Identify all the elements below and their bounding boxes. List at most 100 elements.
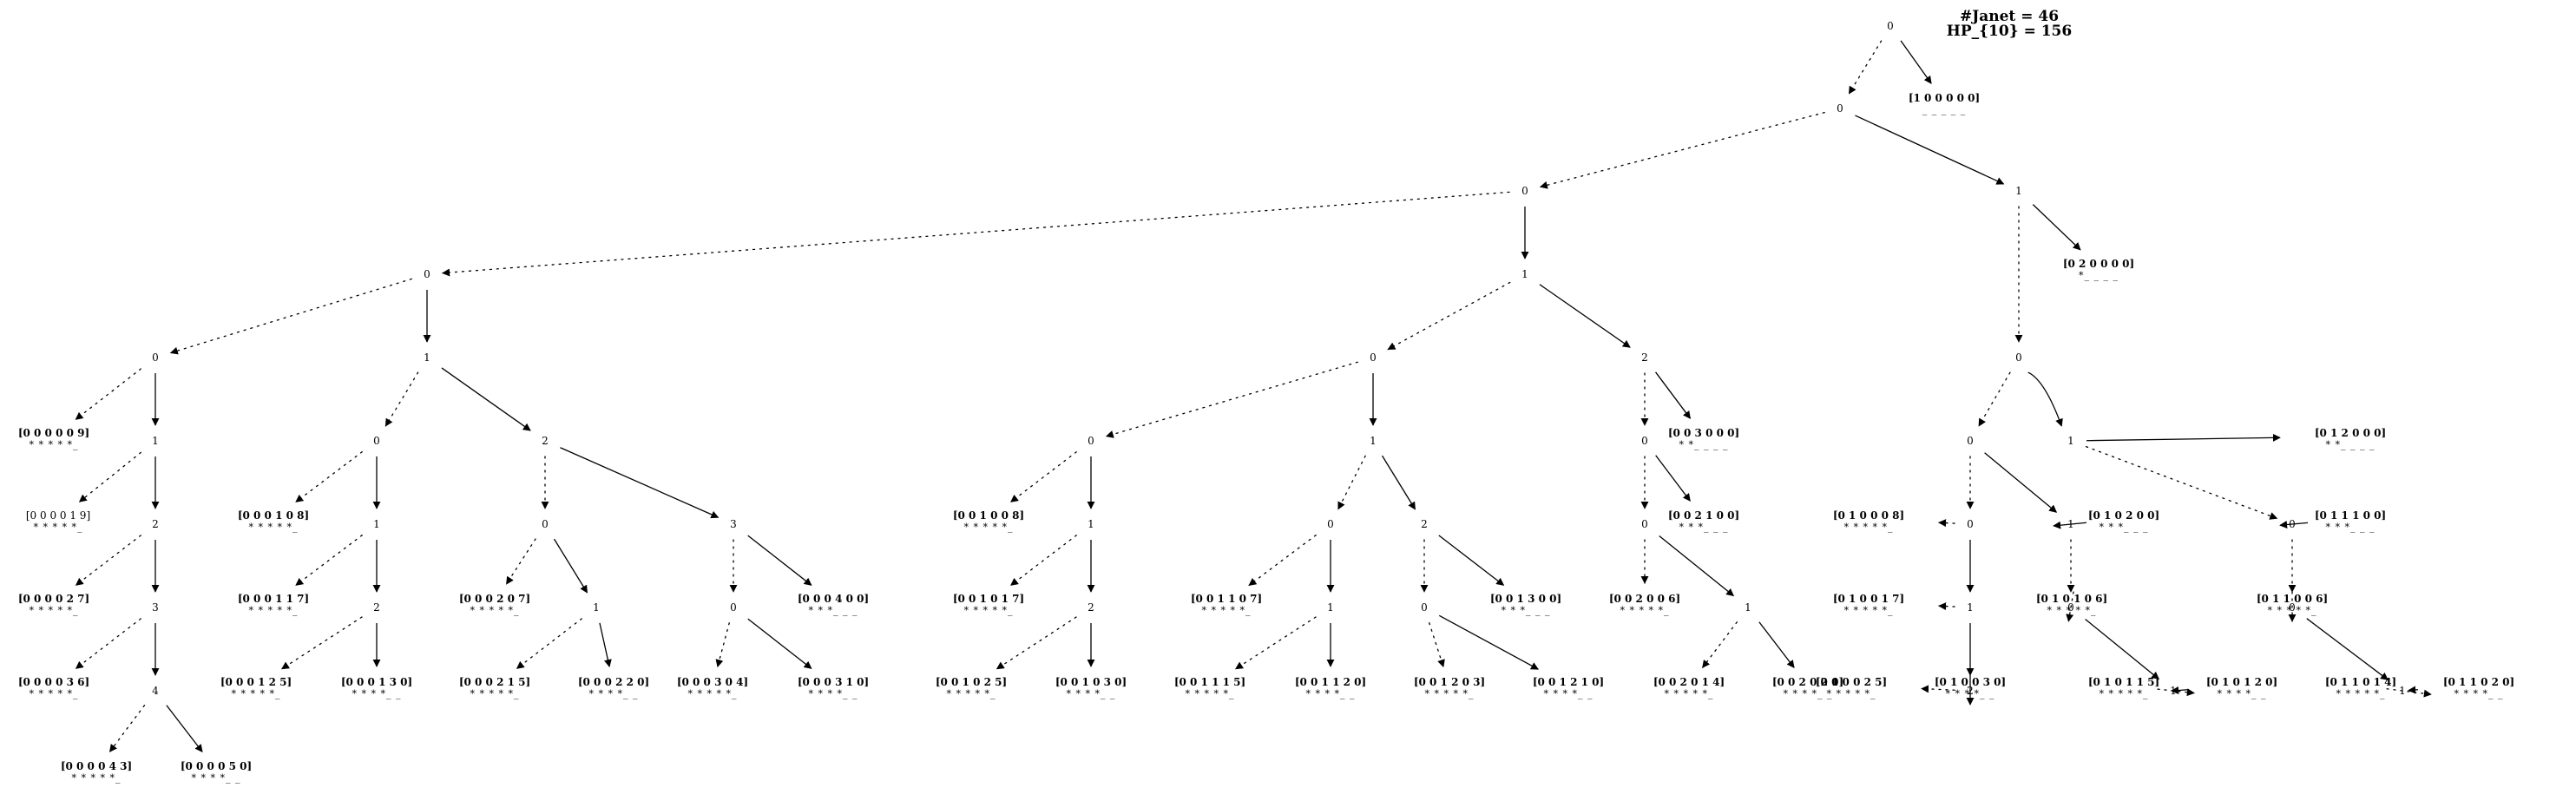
leaf-L000400: [0 0 0 4 0 0]* * *_ _ _ — [798, 593, 869, 616]
solid-edge-c0_1-to-L010200 — [2053, 521, 2087, 529]
leaf-L001025: [0 0 1 0 2 5]* * * * *_ — [936, 676, 1007, 699]
tree-node-a0_4: 4 — [152, 685, 159, 697]
solid-edge-b0_1_2_0-to-L001210 — [1438, 614, 1540, 670]
solid-edge-c0_1_0_1-to-L010120 — [2171, 686, 2190, 695]
leaf-monomial-label: [0 1 0 2 0 0] — [2088, 509, 2159, 522]
leaf-multiplier-marks: * * * * *_ — [964, 605, 1014, 616]
leaf-L000027: [0 0 0 0 2 7]* * * * *_ — [18, 593, 89, 616]
leaf-monomial-label: [0 0 1 1 2 0] — [1295, 676, 1366, 688]
dotted-edge-c0_1_0-to-L010106 — [2066, 591, 2074, 622]
tree-node-b0_0_2: 2 — [1088, 601, 1094, 614]
leaf-monomial-label: [0 1 0 0 0 8] — [1833, 509, 1904, 522]
tree-node-root: 0 — [1887, 20, 1894, 32]
leaf-multiplier-marks: * * * *_ _ — [2218, 688, 2267, 699]
leaf-multiplier-marks: * * * *_ _ — [1946, 688, 1995, 699]
leaf-monomial-label: [0 1 1 0 2 0] — [2443, 676, 2514, 688]
leaf-multiplier-marks: * * *_ _ _ — [1679, 522, 1729, 533]
leaf-monomial-label: [0 0 2 0 1 4] — [1653, 676, 1725, 688]
dotted-edge-c0_0_1-to-L010017 — [1938, 602, 1955, 611]
tree-node-a1: 1 — [424, 351, 430, 364]
dotted-edge-c0_0-to-L010008 — [1938, 519, 1955, 528]
hp-value: HP_{10} = 156 — [1947, 23, 2072, 40]
leaf-multiplier-marks: * * * * *_ — [470, 605, 520, 616]
leaf-L000019: [0 0 0 0 1 9]* * * * *_ — [26, 509, 90, 533]
leaf-multiplier-marks: _ _ _ _ _ — [1922, 104, 1967, 115]
solid-edge-a1_2_0_1-to-L000220 — [599, 622, 612, 668]
leaf-monomial-label: [0 0 0 0 4 3] — [61, 760, 132, 772]
dotted-edge-b2_0_0_1-to-L002014 — [1702, 621, 1738, 668]
tree-node-b2_0_0: 0 — [1641, 518, 1648, 530]
tree-node-b2: 2 — [1641, 351, 1648, 364]
tree-node-n1: 0 — [1837, 102, 1843, 115]
tree-node-c0_1_0: 0 — [2067, 601, 2074, 614]
leaf-L000108: [0 0 0 1 0 8]* * * * *_ — [238, 509, 309, 533]
leaf-multiplier-marks: * * * * *_ — [1186, 688, 1235, 699]
leaf-multiplier-marks: * * * * *_ — [2336, 688, 2386, 699]
leaf-monomial-label: [0 1 0 1 2 0] — [2206, 676, 2277, 688]
tree-node-a1_0_2: 2 — [373, 601, 380, 614]
solid-edge-a1_2_3_0-to-L000310 — [747, 618, 812, 669]
tree-node-c0_0_1: 1 — [1967, 601, 1974, 614]
leaf-monomial-label: [0 0 1 0 0 8] — [953, 509, 1024, 522]
edges — [75, 40, 2432, 752]
leaf-monomial-label: [0 0 1 1 1 5] — [1174, 676, 1245, 688]
dotted-edge-c1_0_0_1-to-L011014 — [2386, 688, 2432, 698]
leaf-monomial-label: [0 0 2 1 0 0] — [1668, 509, 1739, 522]
leaf-multiplier-marks: * * * * *_ — [232, 688, 281, 699]
tree-node-n2: 0 — [1521, 185, 1528, 197]
tree-node-a1_0_1: 1 — [373, 518, 380, 530]
leaf-monomial-label: [0 0 0 1 1 7] — [238, 593, 309, 605]
solid-edge-a1_2-to-a1_2_3 — [560, 447, 720, 519]
dotted-edge-c1-to-c1_0 — [2085, 445, 2278, 520]
dotted-edge-a0_2-to-L000027 — [75, 535, 141, 586]
leaf-monomial-label: [0 0 0 0 5 0] — [181, 760, 252, 772]
leaf-L002020: [0 0 2 0 2 0]* * * *_ _ — [1772, 676, 1843, 699]
leaf-multiplier-marks: * * * *_ _ — [809, 688, 858, 699]
tree-node-b0_1_0_1: 1 — [1327, 601, 1334, 614]
leaf-multiplier-marks: * * * * *_ — [470, 688, 520, 699]
leaf-L001120: [0 0 1 1 2 0]* * * *_ _ — [1295, 676, 1366, 699]
leaf-multiplier-marks: * * *_ _ _ — [1502, 605, 1551, 616]
dotted-edge-n1-to-n2 — [1539, 112, 1825, 189]
leaf-L001203: [0 0 1 2 0 3]* * * * *_ — [1414, 676, 1485, 699]
solid-edge-n1-to-n3 — [1855, 115, 2005, 185]
leaf-monomial-label: [0 1 1 0 0 6] — [2257, 593, 2328, 605]
leaf-L002006: [0 0 2 0 0 6]* * * * *_ — [1609, 593, 1680, 616]
leaf-multiplier-marks: * * * * *_ — [1844, 522, 1894, 533]
leaf-monomial-label: [0 1 0 1 1 5] — [2088, 676, 2159, 688]
solid-edge-c1-to-L012000 — [2086, 433, 2281, 442]
solid-edge-b-to-b2 — [1539, 284, 1631, 348]
tree-node-c0_1_0_1: 1 — [2170, 685, 2177, 697]
tree-node-a1_2_0_1: 1 — [593, 601, 600, 614]
header: #Janet = 46 HP_{10} = 156 — [1947, 8, 2072, 40]
tree-node-a1_0: 0 — [373, 435, 380, 447]
leaf-L001008: [0 0 1 0 0 8]* * * * *_ — [953, 509, 1024, 533]
tree-node-c1_0_0_1: 1 — [2399, 685, 2406, 697]
leaf-multiplier-marks: * * * * *_ — [72, 772, 122, 784]
leaf-monomial-label: [0 0 0 1 0 8] — [238, 509, 309, 522]
leaf-monomial-label: [0 1 2 0 0 0] — [2315, 427, 2386, 439]
tree-node-b: 1 — [1521, 268, 1528, 280]
leaf-multiplier-marks: * * * *_ _ — [1067, 688, 1116, 699]
leaf-L000220: [0 0 0 2 2 0]* * * *_ _ — [578, 676, 649, 699]
leaf-monomial-label: [0 2 0 0 0 0] — [2063, 258, 2134, 270]
leaf-monomial-label: [0 1 1 1 0 0] — [2315, 509, 2386, 522]
leaf-multiplier-marks: * * * * *_ — [1665, 688, 1714, 699]
dotted-edge-b0_1-to-b0_1_0 — [1337, 455, 1366, 510]
solid-edge-c1_0_0-to-c1_0_0_1 — [2306, 618, 2389, 680]
dotted-edge-b-to-b0 — [1387, 281, 1511, 351]
tree-node-a1_2_0: 0 — [542, 518, 549, 530]
leaf-monomial-label: [0 0 0 4 0 0] — [798, 593, 869, 605]
solid-edge-a1_2_0-to-a1_2_0_1 — [553, 538, 588, 594]
leaf-multiplier-marks: * * * * *_ — [688, 688, 738, 699]
tree-node-b0_1_0: 0 — [1327, 518, 1334, 530]
tree-node-a: 0 — [424, 268, 430, 280]
leaf-multiplier-marks: * * *_ _ _ — [809, 605, 858, 616]
solid-edge-c0-to-c0_1 — [1984, 452, 2058, 513]
leaf-multiplier-marks: * * * * *_ — [1425, 688, 1475, 699]
leaf-L000215: [0 0 0 2 1 5]* * * * *_ — [459, 676, 530, 699]
leaf-multiplier-marks: * * * *_ _ — [589, 688, 639, 699]
leaf-multiplier-marks: * * *_ _ _ — [2326, 522, 2376, 533]
leaf-L010008: [0 1 0 0 0 8]* * * * *_ — [1833, 509, 1904, 533]
